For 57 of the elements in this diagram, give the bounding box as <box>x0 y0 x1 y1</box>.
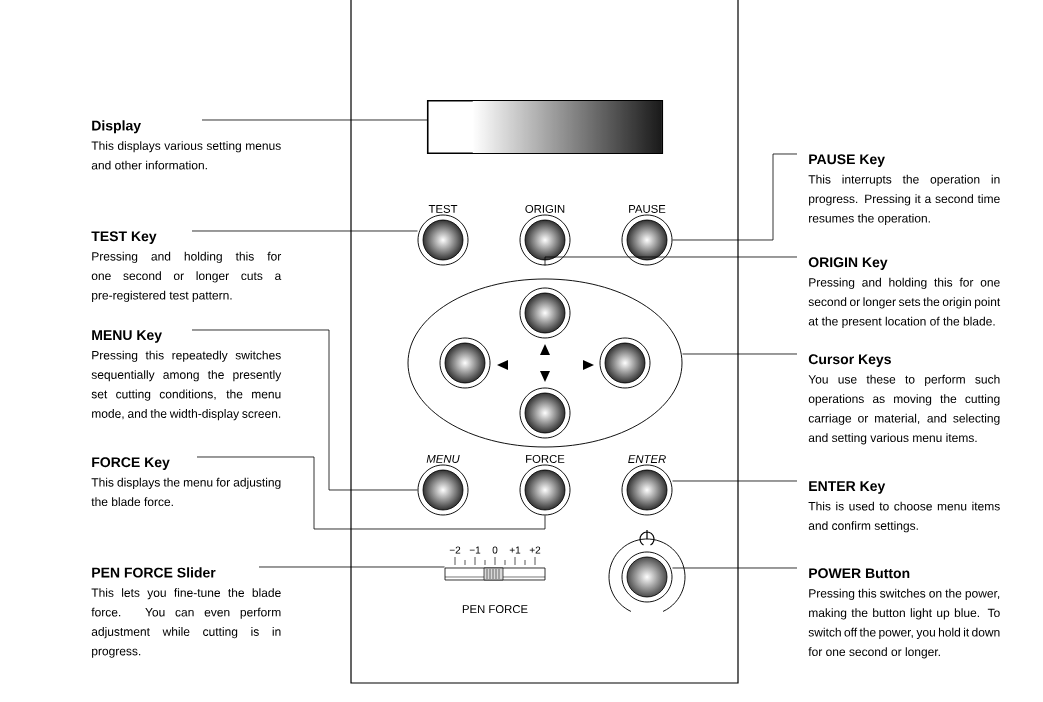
key-button: PAUSE <box>621 204 673 266</box>
callout-description: You use these to perform such operations as moving the cutting carriage or material, and selecting and setting various menu items. <box>808 374 1000 445</box>
cursor-key <box>519 287 571 339</box>
callout-heading: ORIGIN Key <box>808 257 888 270</box>
node-label: TEST <box>428 204 458 213</box>
node-label: PAUSE <box>629 204 666 213</box>
callout-heading: ENTER Key <box>809 481 886 494</box>
scale-number: +1 <box>509 546 521 554</box>
node-label: MENU <box>426 455 460 463</box>
callout-description: This displays the menu for adjusting the blade force. <box>91 477 281 507</box>
scale-number: +2 <box>529 546 541 554</box>
node-label: ORIGIN <box>525 204 565 213</box>
leader-line <box>201 119 428 121</box>
callout-description: Pressing this switches on the power, making the button light up blue. To switch off the power, you hold it down for one second or longer. <box>808 588 1000 659</box>
callout-description: This lets you fine-tune the blade force. You can even perform adjustment while cutting is in progress. <box>91 588 281 658</box>
scale-number: −2 <box>449 546 461 554</box>
node-label: FORCE <box>526 454 565 463</box>
key-button: MENU <box>417 455 469 516</box>
leader-line <box>258 566 445 568</box>
pen-force-slider: PEN FORCE <box>444 567 546 614</box>
power-button <box>608 538 686 612</box>
key-button: ENTER <box>621 455 673 516</box>
leader-line <box>196 456 546 530</box>
callout-heading: POWER Button <box>809 568 910 579</box>
cursor-pad <box>407 278 683 448</box>
cursor-key <box>439 337 491 389</box>
device-panel <box>350 0 739 684</box>
callout-heading: PEN FORCE Slider <box>92 567 216 578</box>
callout-description: This is used to choose menu items and confirm settings. <box>808 501 1000 533</box>
leader-line <box>544 256 798 266</box>
callout-heading: Display <box>92 120 141 134</box>
callout-description: Pressing this repeatedly switches sequentially among the presently set cutting conditions, the menu mode, and the width-display screen. <box>91 350 282 421</box>
callout-description: This interrupts the operation in progress. Pressing it a second time resumes the operation. <box>808 174 1000 225</box>
callout-description: Pressing and holding this for one second or longer cuts a pre-registered test pattern. <box>91 251 282 302</box>
cursor-key <box>519 387 571 439</box>
scale-number: −1 <box>469 546 481 554</box>
leader-line <box>672 567 798 569</box>
leader-line <box>672 480 798 482</box>
leader-line <box>672 153 798 241</box>
callout-heading: MENU Key <box>92 330 162 343</box>
key-button: FORCE <box>519 454 571 516</box>
callout-heading: FORCE Key <box>92 457 170 470</box>
callout-heading: PAUSE Key <box>809 154 885 167</box>
key-button: ORIGIN <box>519 204 571 266</box>
leader-line <box>191 230 418 232</box>
display-screen <box>426 99 664 155</box>
scale-number: 0 <box>492 546 498 554</box>
node-label: PEN FORCE <box>462 605 528 614</box>
leader-line <box>682 353 798 355</box>
node-label: ENTER <box>628 455 666 463</box>
cursor-key <box>599 337 651 389</box>
callout-description: This displays various setting menus and other information. <box>91 141 281 170</box>
callout-heading: Cursor Keys <box>808 354 891 367</box>
callout-heading: TEST Key <box>91 231 157 244</box>
leader-line <box>191 329 418 491</box>
key-button: TEST <box>417 204 469 266</box>
callout-description: Pressing and holding this for one second or longer sets the origin point at the present location of the blade. <box>808 277 1001 328</box>
